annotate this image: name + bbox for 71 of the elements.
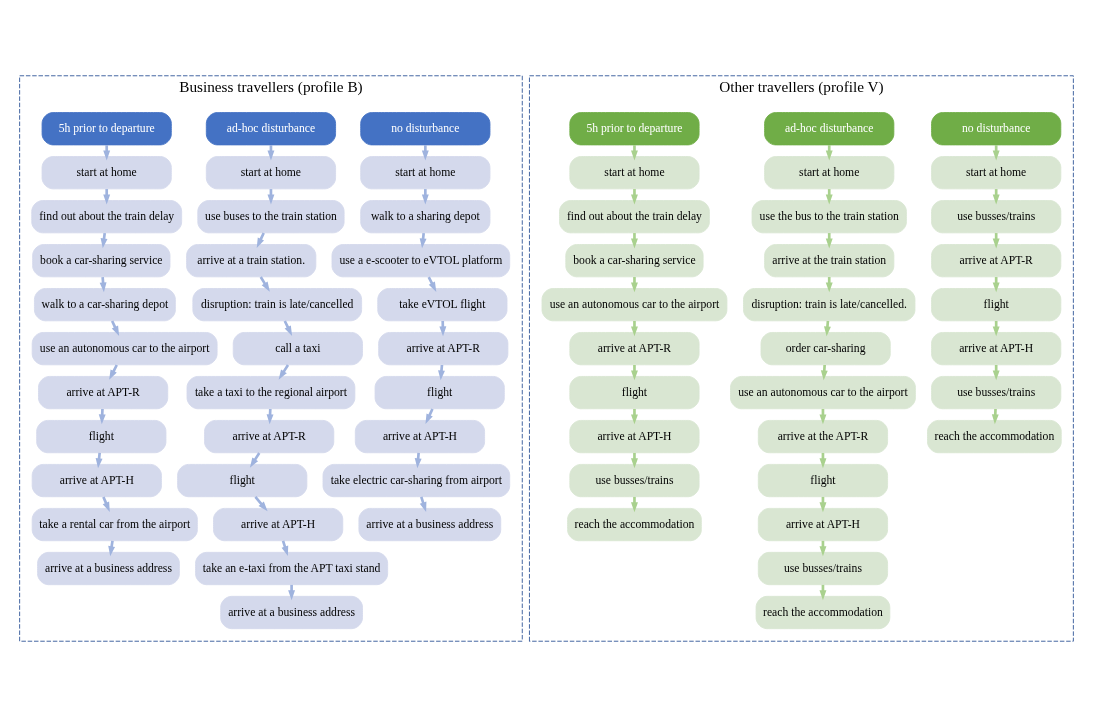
node-box: take eVTOL flight <box>377 287 508 321</box>
node-box: take a rental car from the airport <box>31 507 198 541</box>
node-box: flight <box>177 463 308 497</box>
node-box: start at home <box>41 155 172 189</box>
node-box: arrive at a business address <box>37 551 180 585</box>
arrow <box>102 495 110 512</box>
node-box: use busses/trains <box>931 375 1062 409</box>
node-box: use busses/trains <box>757 551 889 585</box>
arrow <box>103 144 111 160</box>
node-box: call a taxi <box>232 331 363 365</box>
node-box: use an autonomous car to the airport <box>31 331 218 365</box>
node-box: reach the accommodation <box>755 595 891 629</box>
node-box: no disturbance <box>931 111 1062 145</box>
node-box: take an e-taxi from the APT taxi stand <box>195 551 389 585</box>
node-box: start at home <box>205 155 336 189</box>
node-box: walk to a sharing depot <box>360 199 491 233</box>
node-box: reach the accommodation <box>567 507 702 541</box>
node-box: find out about the train delay <box>31 199 183 233</box>
node-box: arrive at APT-H <box>31 463 162 497</box>
node-box: arrive at APT-H <box>569 419 700 453</box>
node-box: arrive at APT-H <box>354 419 485 453</box>
node-box: use busses/trains <box>931 199 1062 233</box>
node-box: use buses to the train station <box>197 199 345 233</box>
node-box: arrive at APT-R <box>378 331 509 365</box>
arrow <box>631 144 638 160</box>
node-box: start at home <box>360 155 491 189</box>
node-box: ad-hoc disturbance <box>764 111 895 145</box>
node-box: 5h prior to departure <box>41 111 172 145</box>
node-box: flight <box>569 375 700 409</box>
node-box: arrive at the train station <box>764 243 895 277</box>
node-box: start at home <box>764 155 895 189</box>
node-box: take a taxi to the regional airport <box>186 375 356 409</box>
node-box: use the bus to the train station <box>751 199 907 233</box>
node-box: flight <box>931 287 1062 321</box>
node-box: book a car-sharing service <box>565 243 704 277</box>
node-box: arrive at APT-R <box>204 419 335 453</box>
node-box: disruption: train is late/cancelled. <box>743 287 916 321</box>
node-box: use an autonomous car to the airport <box>541 287 728 321</box>
arrow <box>421 144 429 160</box>
node-box: start at home <box>931 155 1062 189</box>
node-box: disruption: train is late/cancelled <box>192 287 363 321</box>
node-box: start at home <box>569 155 700 189</box>
node-box: book a car-sharing service <box>32 243 171 277</box>
node-box: walk to a car-sharing depot <box>34 287 176 321</box>
node-box: use an autonomous car to the airport <box>730 375 916 409</box>
node-box: reach the accommodation <box>927 419 1062 453</box>
node-box: arrive at APT-R <box>38 375 169 409</box>
node-box: arrive at APT-H <box>931 331 1062 365</box>
node-box: arrive at a train station. <box>186 243 317 277</box>
node-box: flight <box>36 419 167 453</box>
arrow <box>256 231 265 248</box>
arrow <box>825 144 833 160</box>
arrow <box>283 319 293 336</box>
node-box: ad-hoc disturbance <box>205 111 336 145</box>
node-box: arrive at APT-H <box>757 507 889 541</box>
node-box: take electric car-sharing from airport <box>322 463 511 497</box>
node-box: arrive at APT-R <box>569 331 700 365</box>
node-box: 5h prior to departure <box>569 111 700 145</box>
node-box: arrive at APT-R <box>931 243 1062 277</box>
node-box: flight <box>374 375 505 409</box>
node-box: arrive at APT-H <box>213 507 344 541</box>
node-box: arrive at the APT-R <box>757 419 889 453</box>
node-box: order car-sharing <box>760 331 891 365</box>
node-box: arrive at a business address <box>358 507 502 541</box>
node-box: flight <box>757 463 889 497</box>
arrow <box>992 144 1000 160</box>
node-box: find out about the train delay <box>559 199 710 233</box>
node-box: arrive at a business address <box>220 595 363 629</box>
node-box: use busses/trains <box>569 463 700 497</box>
node-box: use a e-scooter to eVTOL platform <box>331 243 511 277</box>
node-box: no disturbance <box>360 111 491 145</box>
